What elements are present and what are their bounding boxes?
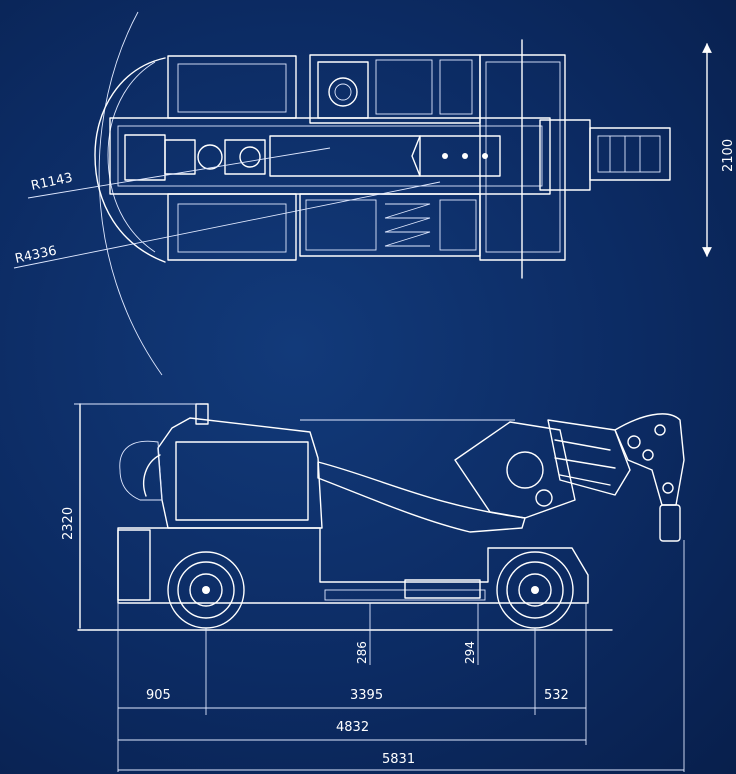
hook bbox=[659, 504, 681, 542]
body-length-label: 4832 bbox=[336, 720, 369, 735]
rear-clearance-label: 294 bbox=[463, 641, 477, 664]
rear-wheel bbox=[167, 551, 245, 629]
radius-line-inner bbox=[27, 147, 331, 199]
height-dimension-label: 2320 bbox=[61, 507, 76, 540]
chassis-side bbox=[117, 527, 589, 604]
top-view: R1143 R4336 2100 bbox=[13, 11, 736, 376]
radius-inner-label: R1143 bbox=[30, 170, 74, 193]
width-dimension-label: 2100 bbox=[721, 139, 736, 172]
front-overhang-label: 905 bbox=[146, 688, 171, 703]
front-wheel bbox=[496, 551, 574, 629]
engine-cover-top bbox=[167, 55, 297, 119]
radius-line-outer bbox=[13, 181, 441, 269]
wheelbase-label: 3395 bbox=[350, 688, 383, 703]
jib-head bbox=[614, 413, 685, 506]
side-view: 2320 286 294 905 3395 532 4832 5831 bbox=[61, 403, 685, 772]
rear-overhang-label: 532 bbox=[544, 688, 569, 703]
turning-radius-arc bbox=[98, 11, 163, 376]
total-length-label: 5831 bbox=[382, 752, 415, 767]
boom-side bbox=[317, 461, 526, 533]
cab-housing bbox=[157, 417, 323, 529]
fuel-tank-top bbox=[167, 193, 297, 261]
rear-rounded-end bbox=[94, 57, 166, 263]
front-clearance-label: 286 bbox=[355, 641, 369, 664]
boom-front-section bbox=[454, 421, 576, 519]
jib-side bbox=[547, 419, 631, 496]
